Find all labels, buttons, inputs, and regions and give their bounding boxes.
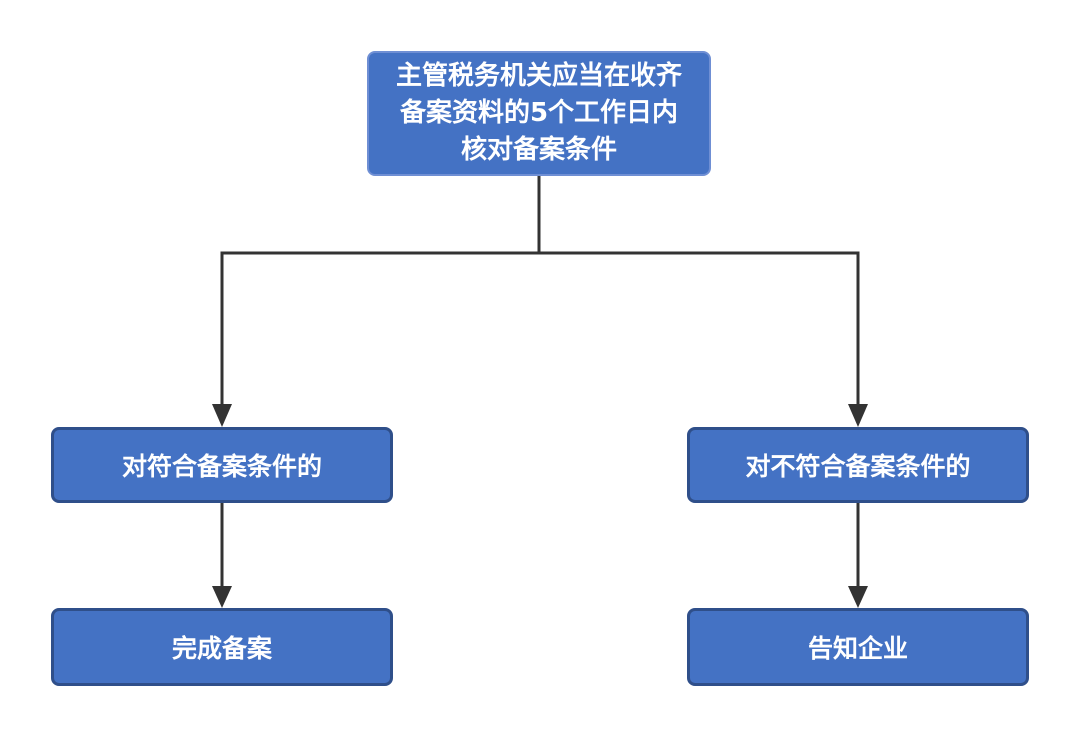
- connector-start-to-eligible: [220, 176, 541, 407]
- notify-enterprise-node: 告知企业: [687, 608, 1029, 686]
- arrowhead-eligible: [212, 404, 232, 427]
- ineligible-node: 对不符合备案条件的: [687, 427, 1029, 503]
- eligible-node: 对符合备案条件的: [51, 427, 393, 503]
- complete-filing-node-label: 完成备案: [171, 634, 272, 663]
- eligible-node-label: 对符合备案条件的: [121, 452, 322, 481]
- start-node: 主管税务机关应当在收齐备案资料的5个工作日内核对备案条件: [367, 51, 711, 176]
- arrowhead-notify: [848, 586, 868, 608]
- complete-filing-node: 完成备案: [51, 608, 393, 686]
- arrowhead-complete: [212, 586, 232, 608]
- connector-start-to-ineligible: [539, 251, 860, 407]
- start-node-label: 主管税务机关应当在收齐备案资料的5个工作日内核对备案条件: [395, 61, 682, 165]
- ineligible-node-label: 对不符合备案条件的: [745, 452, 971, 481]
- notify-enterprise-node-label: 告知企业: [807, 634, 908, 663]
- arrowhead-ineligible: [848, 404, 868, 427]
